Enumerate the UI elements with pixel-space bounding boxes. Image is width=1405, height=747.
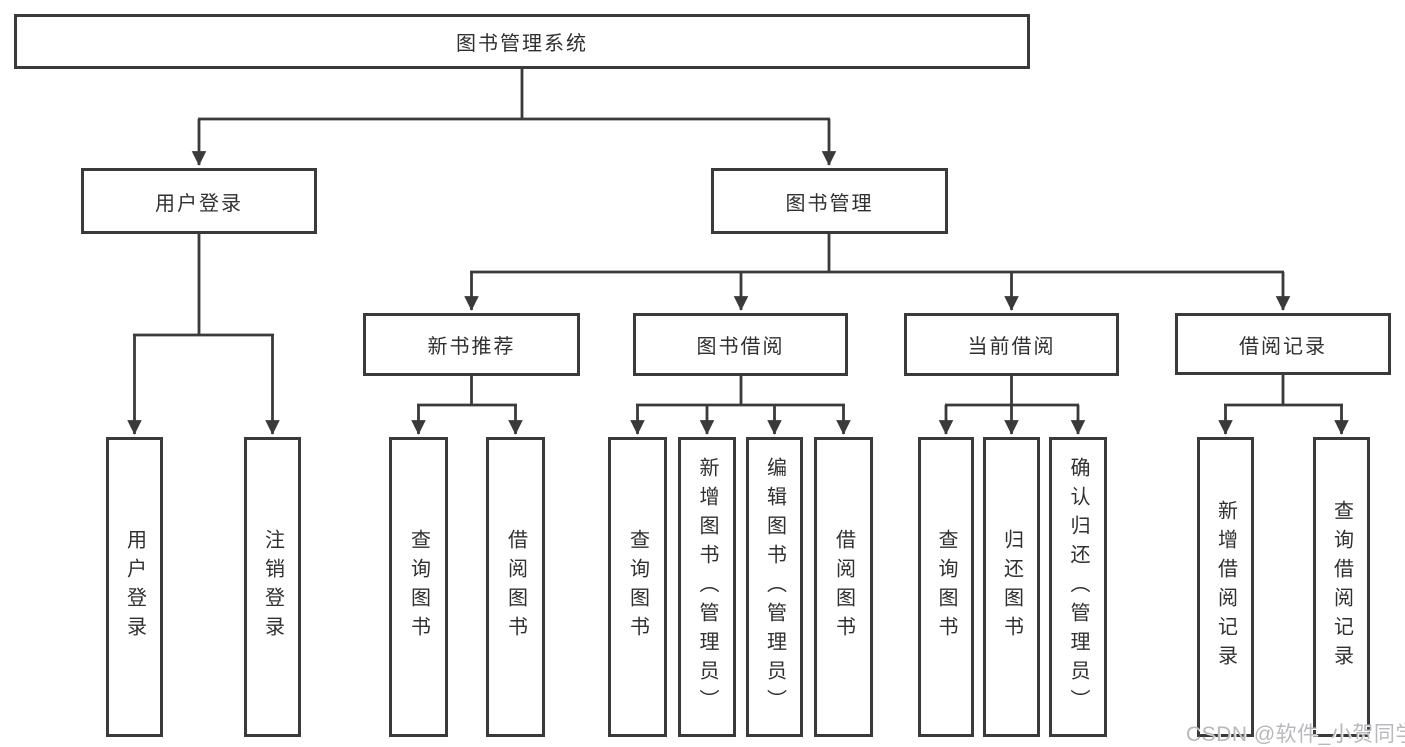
leaf-query-borrow-record: 查询借阅记录 xyxy=(1313,437,1370,737)
node-new-book-recommend-label: 新书推荐 xyxy=(427,336,516,358)
leaf-return-books: 归还图书 xyxy=(983,437,1040,737)
node-book-management: 图书管理 xyxy=(711,168,948,234)
connector-current-borrow-branch xyxy=(938,376,1086,435)
leaf-confirm-return-admin: 确认归还（管理员） xyxy=(1049,437,1107,737)
node-current-borrowing: 当前借阅 xyxy=(904,313,1119,376)
leaf-logout: 注销登录 xyxy=(244,437,301,737)
leaf-label: 借阅图书 xyxy=(504,529,527,645)
leaf-borrow-books-newbooks: 借阅图书 xyxy=(486,437,545,737)
leaf-label: 编辑图书（管理员） xyxy=(763,456,786,718)
node-user-login-label: 用户登录 xyxy=(155,192,243,215)
leaf-add-books-admin: 新增图书（管理员） xyxy=(678,437,736,737)
connector-root-to-level1 xyxy=(191,68,837,166)
node-library-system: 图书管理系统 xyxy=(14,14,1030,69)
connector-book-borrow-branch xyxy=(630,376,851,435)
leaf-label: 查询借阅记录 xyxy=(1330,500,1353,674)
node-book-borrowing: 图书借阅 xyxy=(633,313,848,376)
leaf-label: 借阅图书 xyxy=(832,529,855,645)
leaf-edit-books-admin: 编辑图书（管理员） xyxy=(746,437,803,737)
node-user-login: 用户登录 xyxy=(81,168,317,234)
leaf-label: 新增借阅记录 xyxy=(1214,500,1237,674)
leaf-label: 查询图书 xyxy=(626,529,649,645)
connector-book-mgmt-branch xyxy=(464,234,1291,311)
leaf-label: 查询图书 xyxy=(407,529,430,645)
node-new-book-recommend: 新书推荐 xyxy=(363,313,580,376)
leaf-borrow-books: 借阅图书 xyxy=(814,437,873,737)
node-book-management-label: 图书管理 xyxy=(785,192,874,215)
leaf-user-login: 用户登录 xyxy=(106,437,163,737)
leaf-label: 注销登录 xyxy=(261,529,284,645)
connector-user-login-branch xyxy=(127,234,280,435)
node-current-borrowing-label: 当前借阅 xyxy=(967,336,1056,358)
connector-borrow-records-branch xyxy=(1218,373,1349,435)
leaf-query-books-borrow: 查询图书 xyxy=(608,437,667,737)
connector-new-books-branch xyxy=(411,376,523,435)
leaf-label: 用户登录 xyxy=(123,529,146,645)
node-borrow-records-label: 借阅记录 xyxy=(1239,335,1327,358)
leaf-label: 确认归还（管理员） xyxy=(1067,456,1089,718)
node-borrow-records: 借阅记录 xyxy=(1175,313,1391,375)
node-library-system-label: 图书管理系统 xyxy=(456,33,588,55)
leaf-label: 新增图书（管理员） xyxy=(696,456,718,718)
leaf-label: 查询图书 xyxy=(935,529,957,645)
leaf-query-books-current: 查询图书 xyxy=(918,437,974,737)
leaf-label: 归还图书 xyxy=(1000,529,1023,645)
node-book-borrowing-label: 图书借阅 xyxy=(696,336,785,358)
csdn-watermark: CSDN @软件_小贺同学 xyxy=(1186,723,1405,746)
leaf-query-books-newbooks: 查询图书 xyxy=(389,437,448,737)
leaf-add-borrow-record: 新增借阅记录 xyxy=(1197,437,1254,737)
